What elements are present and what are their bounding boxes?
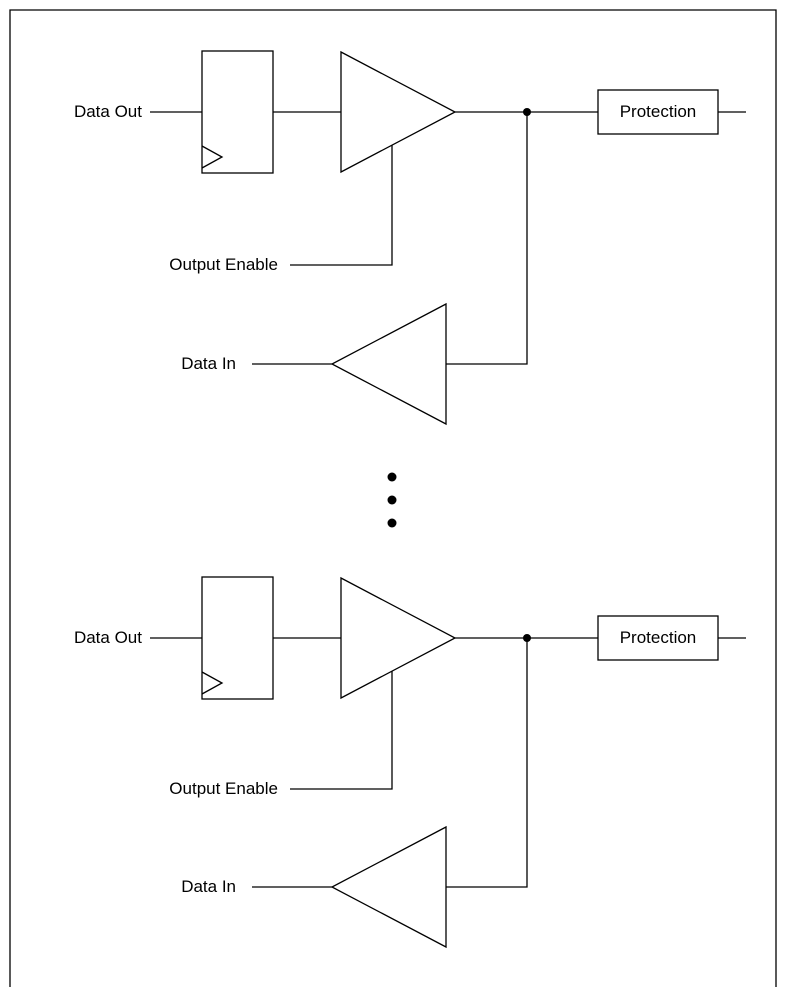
output-driver: [340, 576, 457, 700]
data-out-label: Data Out: [74, 102, 142, 121]
clock-input-icon: [201, 145, 224, 169]
channel-2: Data Out Output Enable Protection Data I…: [74, 576, 746, 949]
input-feedback-wire: [446, 638, 528, 888]
flip-flop: [201, 576, 274, 700]
diagram-border: [9, 9, 777, 987]
output-driver: [340, 50, 457, 174]
output-enable-wire: [290, 145, 393, 266]
more-channels-ellipsis: [387, 472, 397, 528]
output-enable-label: Output Enable: [169, 255, 278, 274]
input-receiver: [330, 825, 447, 949]
protection-label: Protection: [620, 628, 697, 647]
output-enable-wire: [290, 671, 393, 790]
output-enable-label: Output Enable: [169, 779, 278, 798]
input-receiver: [330, 302, 447, 426]
data-in-label: Data In: [181, 877, 236, 896]
flip-flop: [201, 50, 274, 174]
data-in-label: Data In: [181, 354, 236, 373]
clock-input-icon: [201, 671, 224, 695]
protection-box: [597, 615, 719, 661]
channel-1: Data Out Output Enable Protection Data I…: [74, 50, 746, 426]
protection-label: Protection: [620, 102, 697, 121]
data-out-label: Data Out: [74, 628, 142, 647]
input-feedback-wire: [446, 112, 528, 365]
